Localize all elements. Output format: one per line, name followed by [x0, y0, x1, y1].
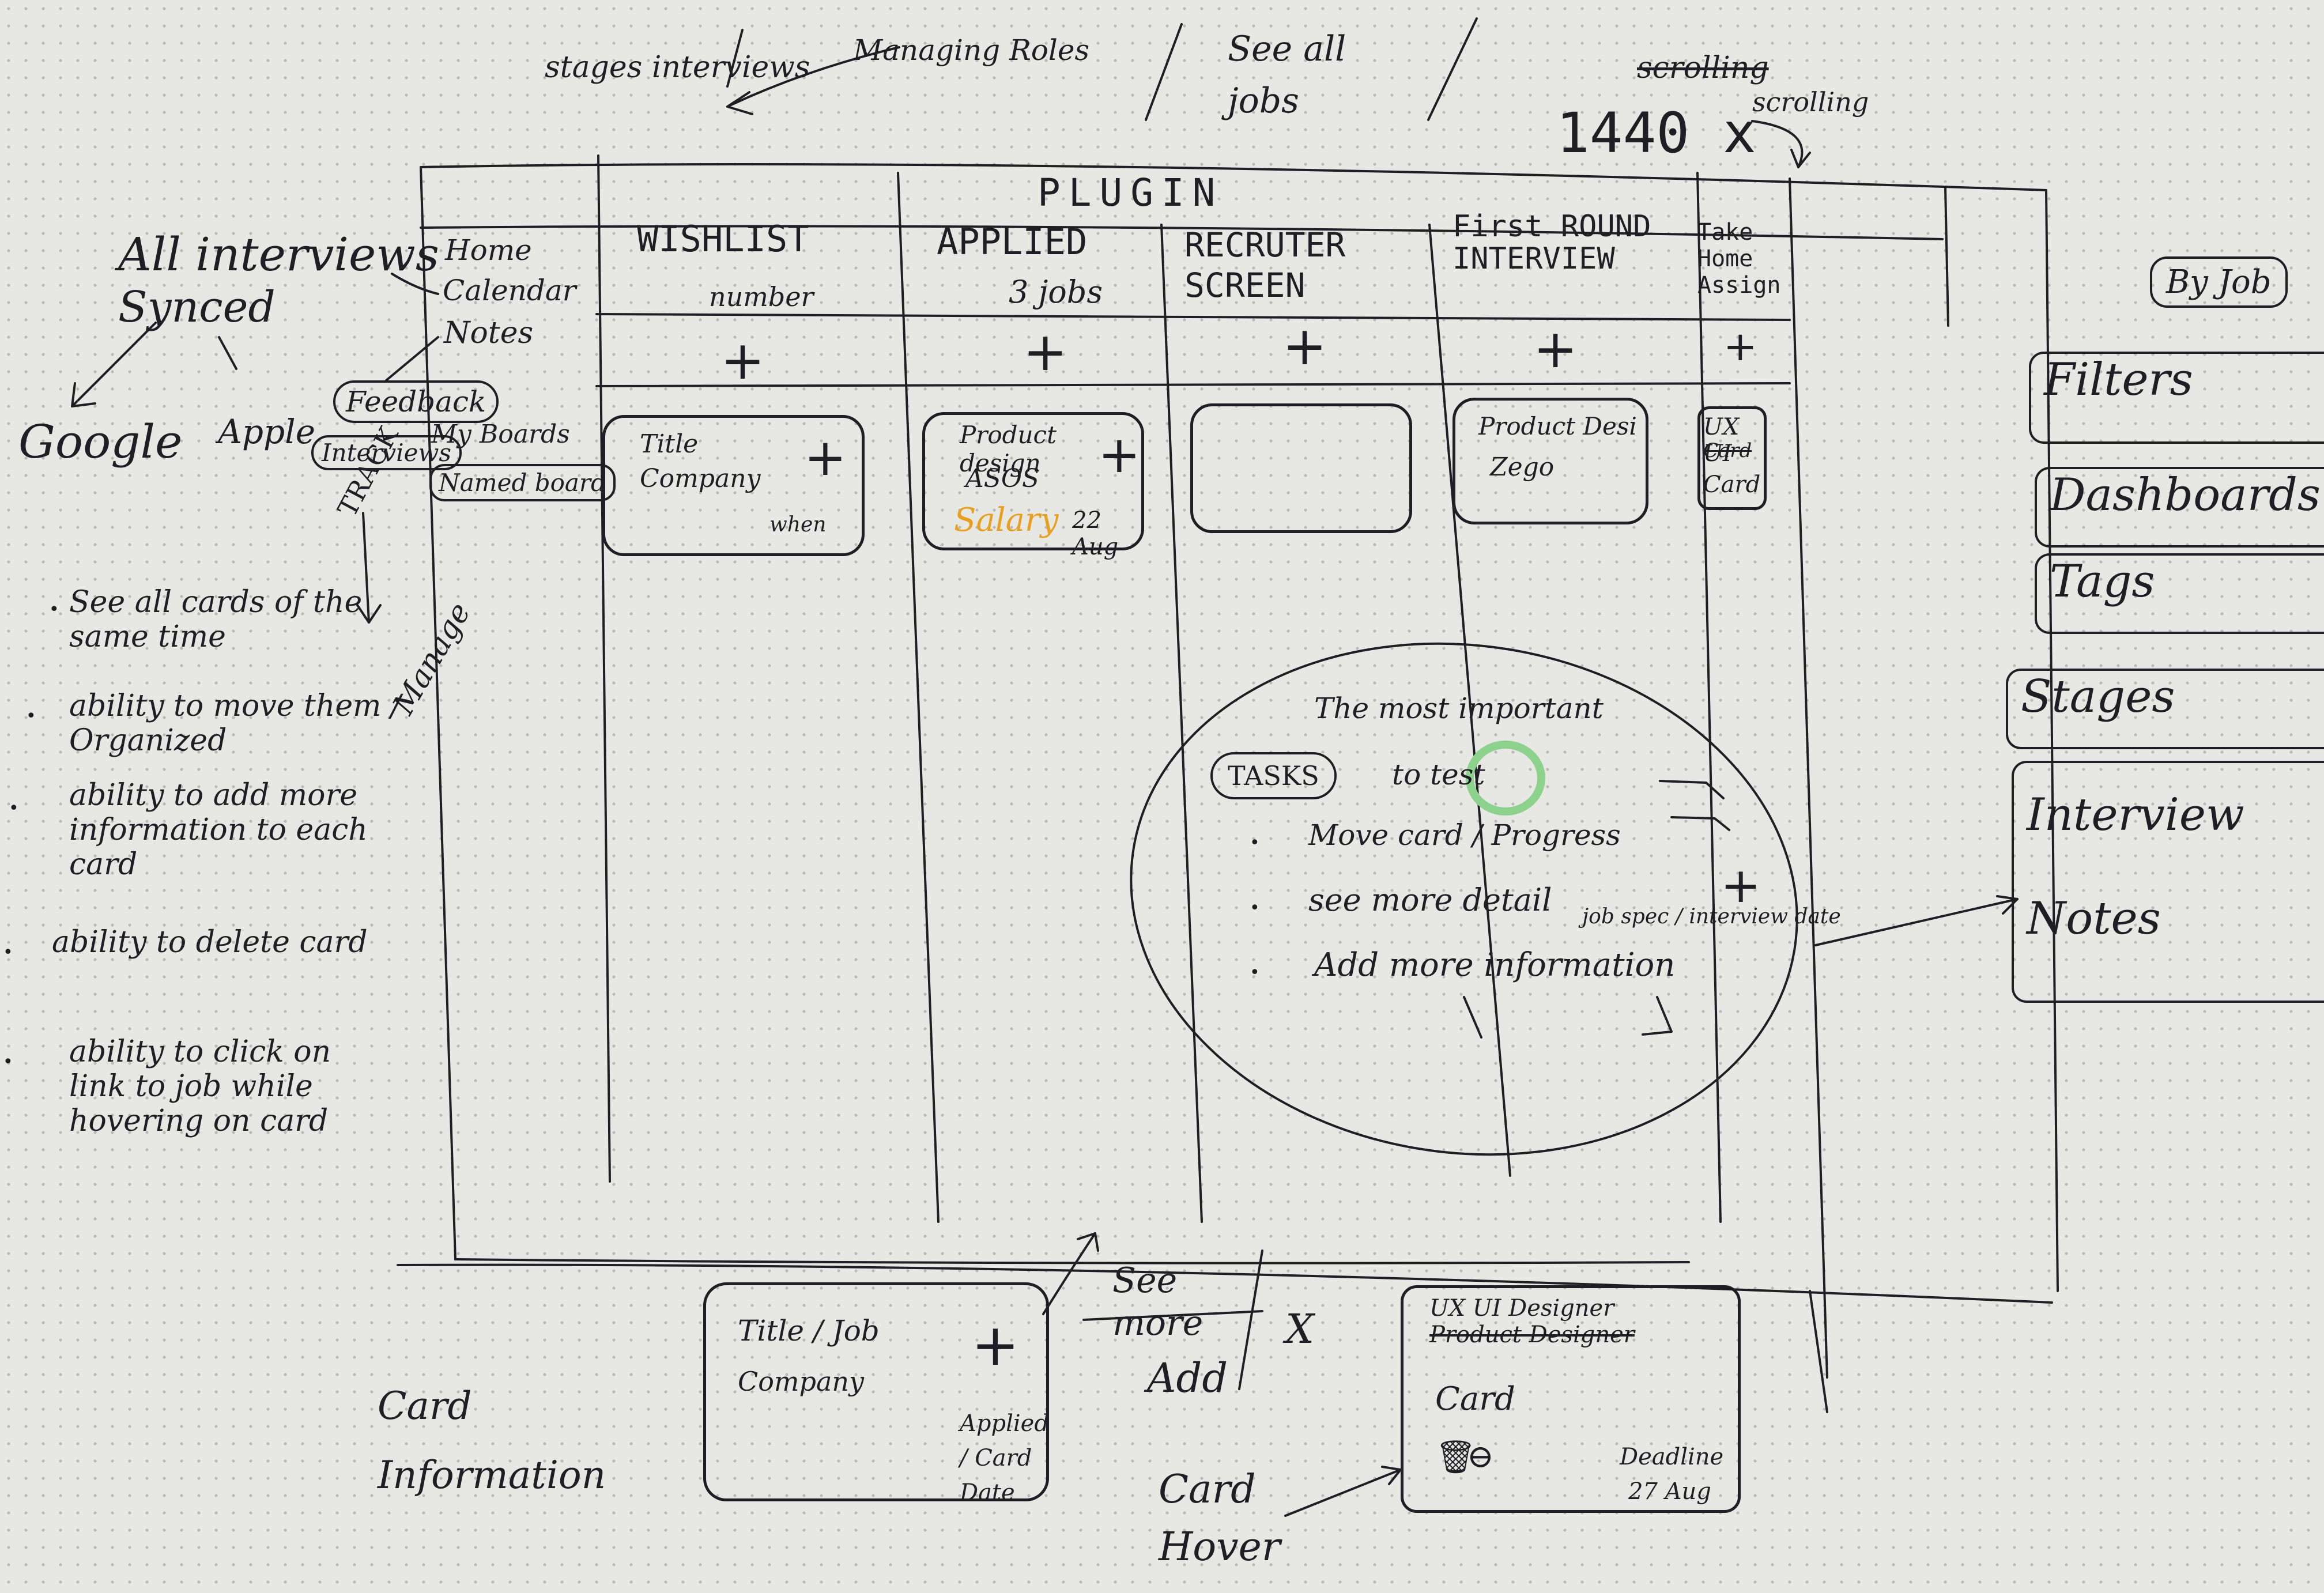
- filter-by-job[interactable]: By Job: [2150, 256, 2288, 308]
- card-applied-date: Applied / Card Date: [960, 1410, 1049, 1506]
- job-card-first-round[interactable]: Product Desi Zego: [1452, 398, 1648, 524]
- tasks-item: Move card / Progress: [1308, 818, 1621, 852]
- sidebar-item-notes[interactable]: Notes: [444, 316, 534, 350]
- trash-icon[interactable]: 🗑: [1435, 1439, 1477, 1476]
- see-more-note: See more: [1112, 1260, 1204, 1343]
- card-struck-label: Card: [1703, 439, 1752, 462]
- card-company: Company: [738, 1366, 864, 1397]
- card-title: Product Desi: [1478, 412, 1637, 440]
- column-count-wishlist: number: [709, 281, 814, 312]
- sidebar-item-feedback[interactable]: Feedback: [333, 380, 499, 423]
- add-note: Add: [1147, 1354, 1228, 1402]
- column-header-recruiter-screen: RECRUTER SCREEN: [1184, 225, 1346, 305]
- screen-width-note: 1440 x: [1556, 101, 1756, 165]
- tasks-item: Add more information: [1314, 946, 1676, 984]
- top-note-see-all-jobs: See all jobs: [1228, 29, 1346, 121]
- tasks-badge: TASKS: [1210, 752, 1337, 799]
- card-hover-label: Card Hover: [1159, 1467, 1281, 1570]
- add-card-button-recruiter[interactable]: +: [1282, 315, 1327, 377]
- list-item: ability to move them / Organized: [69, 689, 401, 758]
- list-item: See all cards of the same time: [69, 585, 363, 654]
- card-add-icon[interactable]: +: [1098, 425, 1141, 484]
- list-item: ability to click on link to job while ho…: [69, 1035, 331, 1138]
- tab-stages[interactable]: Stages: [2006, 669, 2324, 749]
- tab-interview-notes[interactable]: Interview Notes: [2012, 761, 2324, 1003]
- card-company: Card: [1703, 471, 1761, 498]
- card-title: UX UI Designer: [1429, 1295, 1614, 1322]
- list-item: ability to delete card: [52, 925, 368, 960]
- tab-notes-label: Notes: [2027, 893, 2161, 945]
- card-information-label: Card Information: [378, 1384, 606, 1497]
- add-card-button-applied[interactable]: +: [1023, 321, 1068, 383]
- card-deadline: Deadline: [1620, 1444, 1724, 1470]
- tab-interview-label: Interview: [2027, 789, 2244, 841]
- job-card-take-home[interactable]: UX UI Card Card: [1697, 406, 1767, 510]
- card-company: ASOS: [965, 464, 1040, 493]
- card-when: when: [769, 513, 827, 537]
- top-note-stages: stages interviews: [545, 50, 810, 85]
- top-note-managing-roles: Managing Roles: [853, 33, 1090, 67]
- top-note-scrolling: scrolling: [1752, 86, 1869, 118]
- card-deadline-date: 27 Aug: [1628, 1478, 1711, 1505]
- card-add-icon[interactable]: +: [804, 428, 847, 487]
- sidebar-item-my-boards[interactable]: My Boards: [431, 420, 570, 449]
- card-company: Company: [640, 464, 761, 493]
- sidebar-item-home[interactable]: Home: [445, 233, 532, 267]
- card-title: Title: [640, 429, 699, 459]
- tasks-item: see more detail: [1308, 882, 1552, 918]
- card-label: Card: [1435, 1380, 1515, 1418]
- card-title: UX UI: [1703, 414, 1740, 467]
- card-date: 22 Aug: [1072, 507, 1119, 560]
- column-header-wishlist: WISHLIST: [637, 218, 809, 260]
- tasks-to-test: to test: [1392, 758, 1485, 791]
- card-hover-example[interactable]: UX UI Designer Product Designer Card 🗑 ⊖…: [1401, 1285, 1741, 1513]
- card-add-icon[interactable]: +: [971, 1311, 1020, 1379]
- card-title: Title / Job: [738, 1314, 880, 1347]
- note-apple: Apple: [218, 412, 316, 451]
- card-salary: Salary: [954, 501, 1059, 539]
- top-note-scrolling-struck: scrolling: [1637, 51, 1769, 85]
- highlight-circle: [1466, 741, 1545, 816]
- column-header-applied: APPLIED: [937, 221, 1088, 263]
- sidebar-item-named-board[interactable]: Named board: [429, 464, 616, 501]
- note-synced: Synced: [118, 282, 276, 332]
- job-card-applied[interactable]: Product design ASOS Salary 22 Aug +: [922, 412, 1144, 560]
- card-company: Zego: [1490, 452, 1555, 482]
- card-information-example[interactable]: Title / Job Company + Applied / Card Dat…: [703, 1282, 1049, 1506]
- column-header-take-home: Take Home Assign: [1697, 219, 1781, 299]
- column-count-applied: 3 jobs: [1009, 274, 1103, 310]
- plugin-header: PLUGIN: [1038, 171, 1224, 215]
- column-header-first-round: First ROUND INTERVIEW: [1452, 209, 1651, 276]
- tasks-heading: The most important: [1314, 692, 1604, 725]
- note-google: Google: [18, 415, 183, 469]
- card-struck-title: Product Designer: [1429, 1322, 1635, 1348]
- add-card-button-take-home[interactable]: +: [1723, 323, 1757, 370]
- job-card-recruiter-empty[interactable]: [1190, 403, 1412, 533]
- add-card-button-wishlist[interactable]: +: [720, 330, 765, 391]
- card-title: Product design: [960, 421, 1057, 477]
- sidebar-item-interviews[interactable]: Interviews: [311, 435, 462, 470]
- link-icon[interactable]: ⊖: [1467, 1438, 1494, 1475]
- tab-tags[interactable]: Tags: [2035, 553, 2324, 634]
- sidebar-item-calendar[interactable]: Calendar: [443, 274, 576, 307]
- note-all-interviews: All interviews: [118, 228, 439, 281]
- tab-filters[interactable]: Filters: [2029, 352, 2324, 444]
- add-card-button-first-round[interactable]: +: [1533, 318, 1578, 380]
- plus-icon: +: [1721, 857, 1761, 913]
- close-x-note: X: [1285, 1305, 1314, 1353]
- list-item: ability to add more information to each …: [69, 778, 368, 882]
- tasks-job-spec: job spec / interview date: [1582, 905, 1841, 928]
- job-card-wishlist[interactable]: Title Company when +: [602, 415, 865, 556]
- tab-dashboards[interactable]: Dashboards: [2035, 467, 2324, 548]
